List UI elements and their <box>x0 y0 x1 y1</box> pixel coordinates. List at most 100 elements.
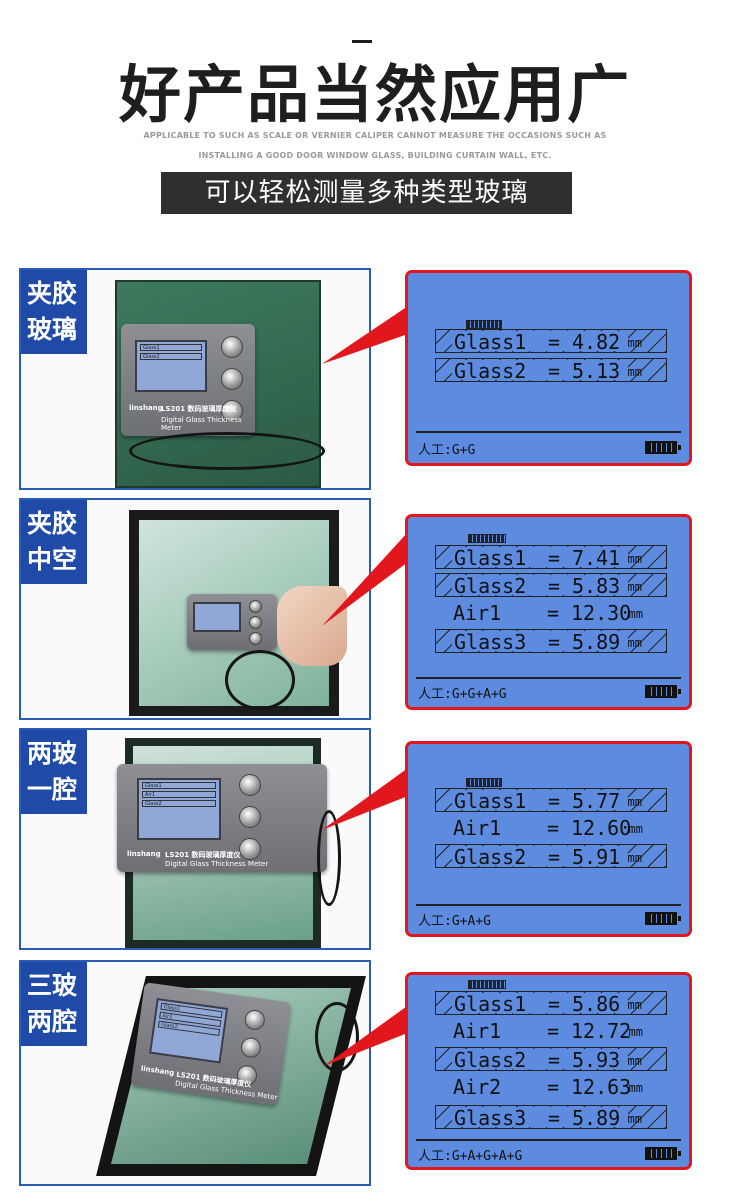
brand-logo: linshang <box>129 404 163 412</box>
power-knob <box>221 400 243 422</box>
row-name: Glass3 <box>454 630 527 654</box>
callout-pointer <box>322 306 408 364</box>
lcd-row: Air1 = 12.72 mm <box>435 1019 667 1043</box>
select-knob <box>221 368 243 390</box>
battery-icon <box>645 1147 681 1160</box>
row-name: Glass2 <box>454 845 527 869</box>
lcd-readout-laminated: Glass1 = 4.82 mm Glass2 = 5.13 mm 人工:G+G <box>405 270 692 466</box>
hand <box>277 586 347 666</box>
row-name: Glass1 <box>454 330 527 354</box>
row-name: Air1 <box>453 816 502 840</box>
section-label: 三玻 两腔 <box>21 962 87 1046</box>
measure-knob <box>221 336 243 358</box>
row-value: 4.82 <box>572 330 621 354</box>
page-title: 好产品当然应用广 <box>118 58 631 131</box>
row-eq: = <box>548 845 561 869</box>
lcd-row: Glass1 = 4.82 mm <box>435 329 667 354</box>
lcd-indicator <box>466 778 502 787</box>
row-eq: = <box>548 789 561 813</box>
battery-icon <box>645 441 681 454</box>
product-photo: Glass1 Air1 Glass2 linshang LS201 数码玻璃厚度… <box>21 962 369 1184</box>
row-name: Glass1 <box>454 789 527 813</box>
row-eq: = <box>548 992 561 1016</box>
row-unit: mm <box>628 822 643 836</box>
row-eq: = <box>548 546 561 570</box>
battery-icon <box>645 912 681 925</box>
row-eq: = <box>548 1048 561 1072</box>
lcd-divider <box>416 904 681 906</box>
row-eq: = <box>547 1019 560 1043</box>
row-value: 7.41 <box>572 546 621 570</box>
row-value: 12.60 <box>571 816 632 840</box>
row-eq: = <box>547 816 560 840</box>
row-unit: mm <box>627 580 642 594</box>
thickness-meter: Glass1 Air1 Glass2 linshang LS201 数码玻璃厚度… <box>130 982 292 1106</box>
brand-logo: linshang <box>127 850 161 858</box>
row-value: 5.91 <box>572 845 621 869</box>
row-unit: mm <box>628 607 643 621</box>
row-eq: = <box>547 601 560 625</box>
row-value: 5.13 <box>572 359 621 383</box>
measure-knob <box>239 774 261 796</box>
lcd-indicator <box>468 980 506 989</box>
photo-card-laminated-hollow: 夹胶 中空 <box>19 498 371 720</box>
section-label: 夹胶 中空 <box>21 500 87 584</box>
row-name: Glass3 <box>454 1106 527 1130</box>
thickness-meter: Glass1 Glass2 linshang LS201 数码玻璃厚度仪 Dig… <box>121 324 255 436</box>
row-name: Glass1 <box>454 992 527 1016</box>
row-value: 12.72 <box>571 1019 632 1043</box>
power-knob <box>239 838 261 860</box>
subtitle-line-2: INSTALLING A GOOD DOOR WINDOW GLASS, BUI… <box>198 151 552 160</box>
section-label: 夹胶 玻璃 <box>21 270 87 354</box>
wrist-strap <box>129 432 325 470</box>
photo-card-double-glass: Glass1 Air1 Glass2 linshang LS201 数码玻璃厚度… <box>19 728 371 950</box>
section-banner: 可以轻松测量多种类型玻璃 <box>161 172 572 214</box>
row-value: 12.30 <box>571 601 632 625</box>
select-knob <box>249 616 262 629</box>
lcd-readout-laminated-hollow: Glass1 = 7.41 mm Glass2 = 5.83 mm Air1 =… <box>405 514 692 710</box>
lcd-mode: 人工:G+A+G <box>418 914 491 929</box>
measure-knob <box>243 1008 267 1032</box>
label-line-1: 两玻 <box>27 739 78 768</box>
lcd-row: Glass2 = 5.91 mm <box>435 844 667 869</box>
select-knob <box>239 806 261 828</box>
row-value: 5.89 <box>572 630 621 654</box>
lcd-mode: 人工:G+G <box>418 443 476 458</box>
row-eq: = <box>548 359 561 383</box>
row-eq: = <box>548 330 561 354</box>
row-unit: mm <box>628 1025 643 1039</box>
brand-logo: linshang <box>140 1064 175 1078</box>
lcd-row: Air1 = 12.30 mm <box>435 601 667 625</box>
wrist-strap <box>225 650 295 710</box>
product-photo: Glass1 Glass2 linshang LS201 数码玻璃厚度仪 Dig… <box>21 270 369 488</box>
row-value: 5.77 <box>572 789 621 813</box>
label-line-2: 两腔 <box>27 1007 78 1036</box>
lcd-row: Air1 = 12.60 mm <box>435 816 667 840</box>
lcd-row: Glass2 = 5.83 mm <box>435 573 667 598</box>
row-unit: mm <box>627 1112 642 1126</box>
row-value: 5.86 <box>572 992 621 1016</box>
row-name: Air1 <box>453 1019 502 1043</box>
lcd-row: Glass1 = 7.41 mm <box>435 545 667 570</box>
label-line-1: 三玻 <box>27 971 78 1000</box>
thickness-meter <box>187 594 277 650</box>
lcd-row: Glass2 = 5.93 mm <box>435 1047 667 1072</box>
label-line-1: 夹胶 <box>27 509 78 538</box>
subtitle-line-1: APPLICABLE TO SUCH AS SCALE OR VERNIER C… <box>143 131 607 140</box>
lcd-readout-triple-glass: Glass1 = 5.86 mm Air1 = 12.72 mm Glass2 … <box>405 972 692 1170</box>
row-value: 12.63 <box>571 1075 632 1099</box>
power-knob <box>249 632 262 645</box>
battery-icon <box>645 685 681 698</box>
model-name-en: Digital Glass Thickness Meter <box>165 860 269 868</box>
label-line-1: 夹胶 <box>27 279 78 308</box>
lcd-divider <box>416 1139 681 1141</box>
section-label: 两玻 一腔 <box>21 730 87 814</box>
row-eq: = <box>548 630 561 654</box>
row-name: Glass2 <box>454 574 527 598</box>
row-unit: mm <box>627 636 642 650</box>
row-unit: mm <box>627 336 642 350</box>
row-eq: = <box>548 1106 561 1130</box>
lcd-row: Glass2 = 5.13 mm <box>435 358 667 383</box>
row-eq: = <box>547 1075 560 1099</box>
lcd-row: Air2 = 12.63 mm <box>435 1075 667 1099</box>
